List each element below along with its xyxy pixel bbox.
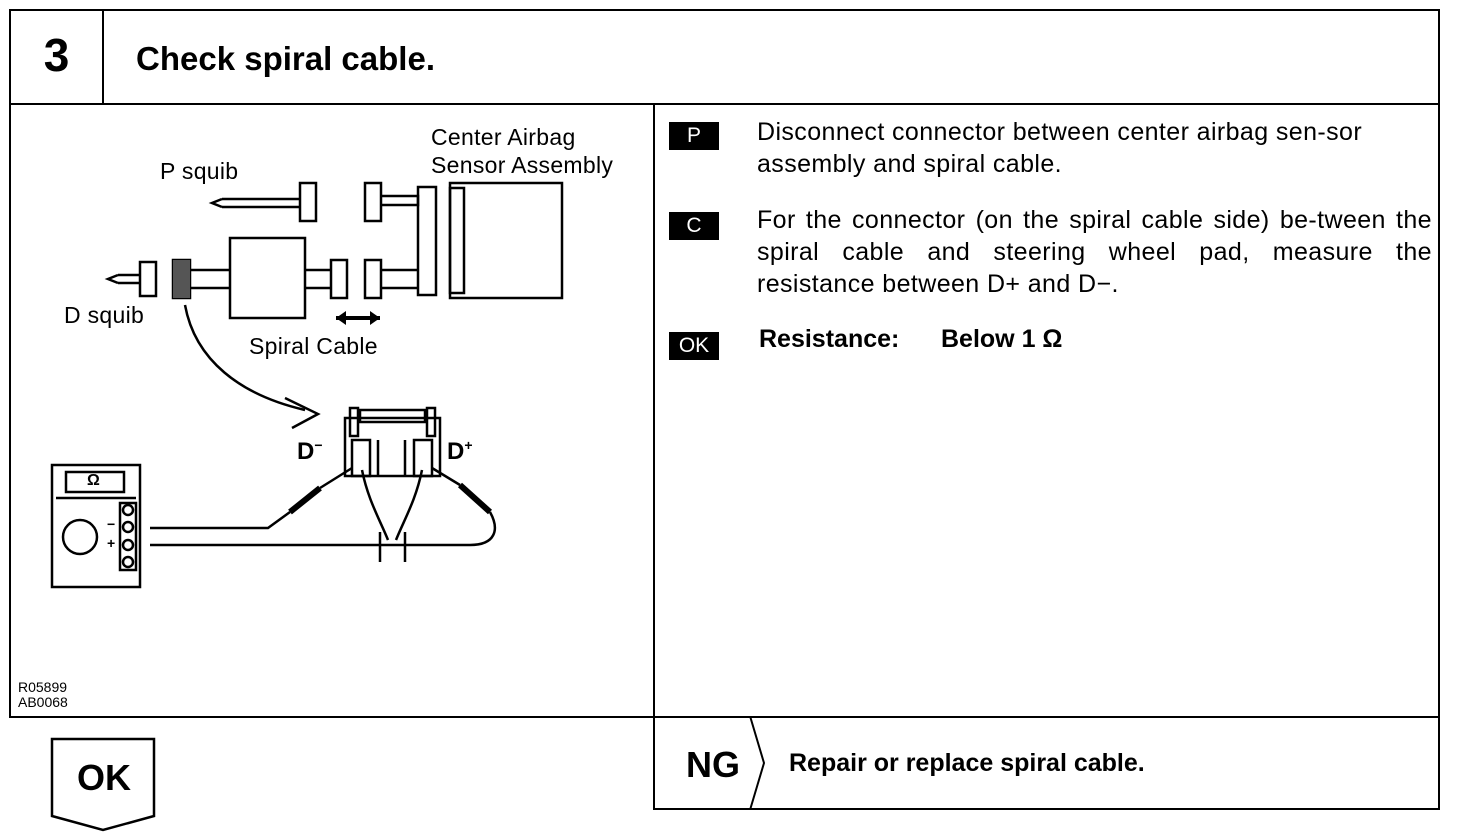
ng-result-box	[653, 716, 1440, 810]
center-airbag-label-line2: Sensor Assembly	[431, 152, 614, 178]
instruction-c-text: For the connector (on the spiral cable s…	[757, 204, 1432, 300]
instruction-p-text: Disconnect connector between center airb…	[757, 116, 1432, 180]
d-minus-terminal-label: D−	[297, 437, 323, 466]
p-squib-label: P squib	[160, 158, 239, 184]
ng-action-text: Repair or replace spiral cable.	[789, 749, 1145, 777]
instruction-p-content: Disconnect connector between center airb…	[757, 118, 1363, 178]
resistance-label: Resistance:	[759, 325, 900, 353]
ok-result-label: OK	[77, 757, 131, 798]
ng-chevron-divider	[749, 716, 766, 810]
instruction-panel	[653, 103, 1440, 718]
badge-ok: OK	[669, 332, 719, 360]
step-number: 3	[43, 29, 70, 81]
spiral-cable-label: Spiral Cable	[249, 333, 378, 359]
minus-superscript: −	[314, 437, 323, 453]
d-squib-label: D squib	[64, 302, 145, 328]
resistance-value: Below 1 Ω	[941, 325, 1063, 353]
ok-arrow-box	[50, 737, 156, 832]
wiring-diagram	[50, 181, 564, 589]
figure-code-1: R05899	[18, 679, 68, 695]
badge-c: C	[669, 212, 719, 240]
step-title: Check spiral cable.	[136, 40, 435, 77]
meter-minus-sign: −	[107, 516, 116, 532]
instruction-c-content: For the connector (on the spiral cable s…	[757, 206, 1432, 298]
plus-superscript: +	[464, 437, 473, 453]
center-airbag-label-line1: Center Airbag	[431, 124, 576, 150]
ng-result-label: NG	[686, 744, 740, 785]
ohm-icon: Ω	[87, 472, 100, 489]
badge-p: P	[669, 122, 719, 150]
d-minus-letter: D	[297, 438, 315, 465]
d-plus-terminal-label: D+	[447, 437, 473, 466]
meter-plus-sign: +	[107, 535, 116, 551]
figure-code-2: AB0068	[18, 694, 68, 710]
step-number-divider	[102, 9, 104, 105]
d-plus-letter: D	[447, 438, 465, 465]
